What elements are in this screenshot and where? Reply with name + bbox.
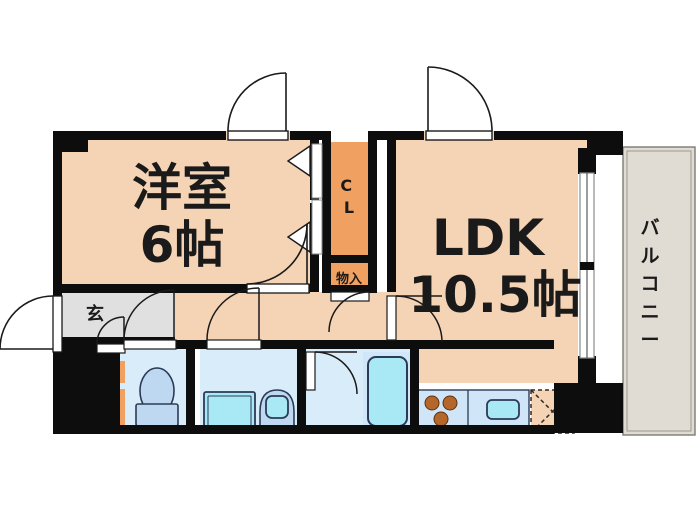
genkan-inner-swing-arc [96, 316, 125, 345]
wall-kitchen-top [418, 340, 554, 349]
toilet-room [120, 348, 193, 433]
cl-closet-fill [331, 142, 368, 261]
toilet-door-frame[interactable] [123, 339, 177, 350]
balcony-railing-line [626, 150, 692, 432]
wall-ldk-right-a [578, 148, 596, 174]
balcony-area: バ ル コ ニ ー [622, 146, 696, 436]
wall-ldk-left [387, 140, 396, 292]
wall-bedroom-bottom [62, 284, 310, 293]
toilet-door[interactable] [123, 289, 177, 350]
bath-door-swing-arc [314, 351, 358, 395]
ldk-size: 10.5帖 [408, 266, 581, 324]
balcony-floor [622, 146, 696, 436]
washing-machine-pan-inner [207, 395, 252, 427]
cl-door-panel-upper[interactable] [311, 143, 323, 199]
bedroom-door-swing-arc [227, 72, 287, 132]
ldk-balcony-door[interactable] [425, 66, 493, 141]
wall-top-bedroom-b [290, 131, 331, 140]
balcony-char-0: バ [640, 217, 659, 239]
wall-top-mid [368, 131, 396, 140]
bedroom-floor [62, 131, 310, 292]
bedroom-entry-leaf-frame[interactable] [246, 283, 310, 294]
genkan-door[interactable] [0, 295, 63, 353]
wall-ldk-right-top [587, 140, 596, 150]
wall-closet-left [322, 140, 331, 292]
toilet-door-swing-arc [123, 289, 175, 341]
ldk-door-leaf-frame[interactable] [425, 130, 493, 141]
wall-bottom-outer [53, 425, 554, 434]
wall-left-outer [53, 131, 62, 344]
bedroom-entry-door[interactable] [246, 223, 310, 294]
balcony-char-3: ニ [640, 301, 659, 323]
ldk-floor [396, 131, 596, 392]
stove-burner-1 [424, 395, 440, 411]
bath-room [305, 348, 415, 433]
bedroom-size: 6帖 [140, 216, 225, 274]
entrance-label: 玄 [86, 303, 104, 325]
wall-closet-right [368, 140, 377, 292]
wall-storage-bottom [322, 285, 377, 293]
wall-bath-right [410, 340, 419, 433]
stove-burner-2 [442, 395, 458, 411]
toilet-tank [135, 403, 179, 427]
wall-top-ldk-b [494, 131, 596, 140]
balcony-char-1: ル [640, 245, 659, 267]
balcony-label: バ ル コ ニ ー [640, 217, 659, 351]
balcony-char-2: コ [640, 273, 659, 295]
washroom-door-frame[interactable] [206, 339, 262, 350]
cl-closet-sliding-doors[interactable] [286, 143, 323, 255]
kitchen-sink [486, 399, 520, 420]
washroom-door[interactable] [206, 287, 262, 350]
bath-door-frame[interactable] [305, 351, 316, 391]
cl-door-panel-lower[interactable] [311, 199, 323, 255]
washroom [200, 348, 298, 433]
wall-bath-top [305, 340, 417, 349]
wall-balcony-top-block [596, 131, 623, 155]
bedroom-area [62, 131, 310, 292]
storage-closet-label: 物入 [336, 271, 362, 287]
wall-lower-left-block [53, 344, 115, 433]
bedroom-label-group: 洋室 6帖 [132, 159, 232, 274]
hallway-floor-east [396, 292, 424, 345]
sliding-door-middle-stile [580, 262, 594, 270]
genkan-door-swing-arc [0, 295, 54, 350]
bedroom-name: 洋室 [132, 159, 232, 217]
cl-door-arrow-upper [286, 144, 311, 178]
bath-door[interactable] [305, 351, 358, 395]
cl-door-arrow-lower [286, 220, 311, 254]
wall-toilet-left [110, 340, 120, 433]
hallway-door-a[interactable] [328, 291, 370, 333]
balcony-char-4: ー [640, 329, 659, 351]
bedroom-balcony-door[interactable] [227, 72, 289, 141]
wall-closet-divider [322, 255, 377, 263]
bathtub [367, 356, 408, 427]
cl-closet-label: C L [340, 176, 357, 217]
bedroom-entry-swing-arc [246, 223, 308, 285]
washroom-door-swing-arc [206, 287, 260, 341]
wall-toilet-right [186, 340, 195, 433]
ldk-hall-door[interactable] [386, 295, 443, 343]
stove-burner-3 [433, 411, 449, 427]
genkan-door-frame[interactable] [52, 295, 63, 353]
wall-top-bedroom-a [88, 131, 226, 140]
wall-washroom-right [297, 340, 306, 433]
ldk-area [396, 131, 596, 392]
ldk-door-swing-arc [427, 66, 493, 132]
wall-ldk-bottom-right-block [554, 383, 596, 433]
genkan-inner-leaf-frame[interactable] [96, 343, 126, 354]
closet-cl: C L [331, 142, 368, 261]
ldk-label-group: LDK 10.5帖 [408, 209, 581, 324]
bedroom-door-leaf-frame[interactable] [227, 130, 289, 141]
ldk-sliding-glass-door[interactable] [579, 172, 595, 359]
wall-balcony-bottom-block [596, 383, 623, 433]
ldk-name: LDK [432, 209, 546, 267]
vanity-sink [265, 395, 289, 419]
hallway-door-a-arc [328, 291, 370, 333]
wall-top-ldk-a [396, 131, 424, 140]
hallway-floor [110, 292, 396, 345]
ldk-hall-door-frame[interactable] [386, 295, 397, 341]
hallway-area [110, 292, 424, 345]
ldk-hall-door-arc [395, 295, 443, 343]
